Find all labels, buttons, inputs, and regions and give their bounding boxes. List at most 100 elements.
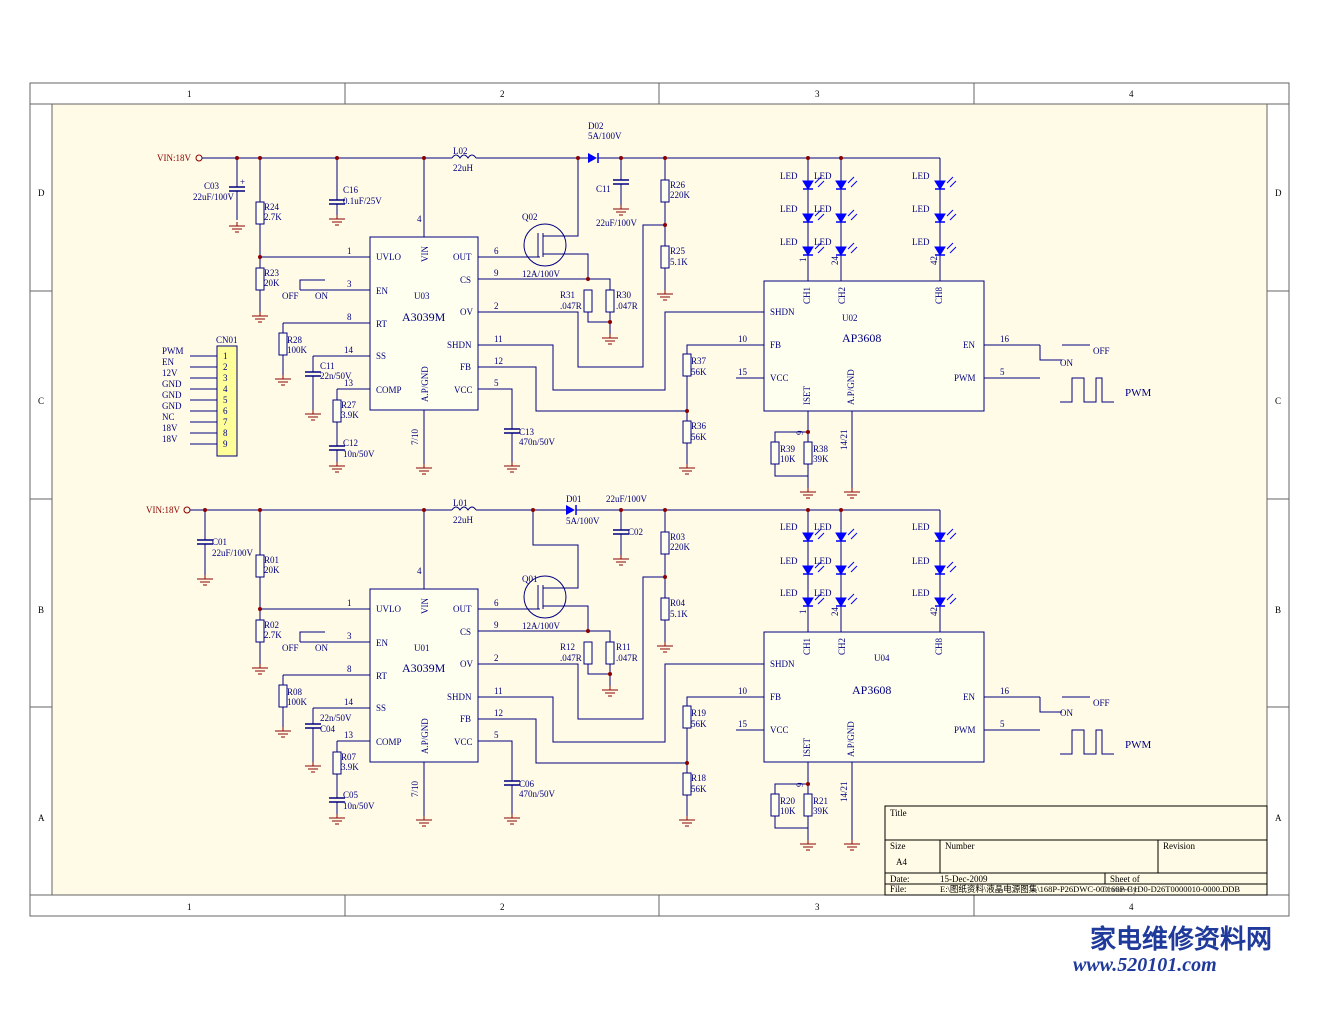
- svg-text:LED: LED: [780, 588, 798, 598]
- svg-text:R27: R27: [341, 400, 357, 410]
- connector-signal-label: EN: [162, 357, 174, 367]
- svg-text:5: 5: [494, 378, 499, 388]
- connector-pin-number: 7: [223, 417, 228, 427]
- svg-text:PWM: PWM: [954, 725, 976, 735]
- svg-text:LED: LED: [814, 171, 832, 181]
- svg-text:C11: C11: [596, 184, 611, 194]
- svg-text:A.P/GND: A.P/GND: [420, 718, 430, 754]
- svg-text:R26: R26: [670, 180, 686, 190]
- top-converter-circuit: VIN:18V L02 22uH D02 5A/100V + C03 22uF/…: [157, 121, 1152, 499]
- diode-icon: [566, 505, 575, 515]
- svg-text:14: 14: [344, 345, 354, 355]
- svg-text:Date:: Date:: [890, 874, 910, 884]
- row-label: C: [1275, 396, 1281, 406]
- col-label: 1: [187, 902, 192, 912]
- svg-text:56K: 56K: [691, 719, 707, 729]
- svg-text:5: 5: [1000, 367, 1005, 377]
- watermark: 家电维修资料网 www.520101.com: [1073, 924, 1272, 976]
- svg-text:39K: 39K: [813, 806, 829, 816]
- svg-text:SHDN: SHDN: [770, 659, 795, 669]
- svg-text:SHDN: SHDN: [447, 340, 472, 350]
- svg-text:LED: LED: [912, 171, 930, 181]
- svg-text:C05: C05: [343, 790, 359, 800]
- svg-text:OV: OV: [460, 659, 473, 669]
- svg-text:COMP: COMP: [376, 737, 402, 747]
- svg-text:EN: EN: [376, 638, 388, 648]
- svg-text:2.7K: 2.7K: [264, 630, 282, 640]
- ic-ap3608: [763, 280, 985, 412]
- svg-text:R18: R18: [691, 773, 707, 783]
- ic-name: A3039M: [402, 310, 446, 324]
- svg-text:LED: LED: [814, 237, 832, 247]
- svg-text:14/21: 14/21: [839, 429, 849, 450]
- title-block: Title Size A4 Number Revision Date: 15-D…: [884, 805, 1268, 896]
- svg-text:R02: R02: [264, 620, 279, 630]
- connector-signal-label: GND: [162, 401, 182, 411]
- svg-text:9: 9: [494, 620, 499, 630]
- svg-text:10: 10: [738, 686, 748, 696]
- svg-text:5.1K: 5.1K: [670, 257, 688, 267]
- svg-text:11: 11: [494, 686, 503, 696]
- svg-text:8: 8: [347, 664, 352, 674]
- row-label: A: [38, 813, 45, 823]
- ic-a3039m: [369, 588, 479, 763]
- svg-text:15-Dec-2009: 15-Dec-2009: [940, 874, 988, 884]
- svg-text:UVLO: UVLO: [376, 604, 401, 614]
- connector-signal-label: NC: [162, 412, 175, 422]
- svg-text:RT: RT: [376, 319, 387, 329]
- col-label: 1: [187, 89, 192, 99]
- svg-text:SS: SS: [376, 351, 386, 361]
- svg-text:5: 5: [1000, 719, 1005, 729]
- svg-text:VCC: VCC: [770, 725, 789, 735]
- svg-text:6: 6: [494, 246, 499, 256]
- svg-text:10n/50V: 10n/50V: [343, 449, 375, 459]
- svg-text:C04: C04: [320, 724, 336, 734]
- svg-text:LED: LED: [780, 237, 798, 247]
- inductor-value: 22uH: [453, 163, 474, 173]
- svg-text:12: 12: [494, 708, 503, 718]
- col-label: 2: [500, 89, 505, 99]
- svg-text:CH2: CH2: [837, 638, 847, 655]
- resistor-ref: R24: [264, 202, 280, 212]
- svg-text:3.9K: 3.9K: [341, 410, 359, 420]
- svg-text:OFF: OFF: [282, 291, 299, 301]
- capacitor-value: 22uF/100V: [193, 192, 235, 202]
- svg-text:2: 2: [494, 301, 499, 311]
- svg-text:家电维修资料网: 家电维修资料网: [1090, 924, 1272, 954]
- svg-text:PWM: PWM: [1125, 387, 1152, 399]
- svg-text:Title: Title: [890, 808, 907, 818]
- svg-text:LED: LED: [780, 204, 798, 214]
- connector-signal-label: 18V: [162, 423, 178, 433]
- svg-text:16: 16: [1000, 334, 1010, 344]
- row-label: B: [1275, 605, 1281, 615]
- mosfet-icon: [523, 223, 567, 267]
- svg-text:FB: FB: [460, 714, 471, 724]
- svg-text:D01: D01: [566, 494, 582, 504]
- svg-text:VCC: VCC: [770, 373, 789, 383]
- svg-text:22uF/100V: 22uF/100V: [212, 548, 254, 558]
- svg-text:.047R: .047R: [560, 653, 582, 663]
- svg-text:16: 16: [1000, 686, 1010, 696]
- svg-text:56K: 56K: [691, 784, 707, 794]
- resistor-value: 2.7K: [264, 212, 282, 222]
- svg-text:SHDN: SHDN: [447, 692, 472, 702]
- svg-text:22uF/100V: 22uF/100V: [596, 218, 638, 228]
- vin-label: VIN:18V: [157, 153, 191, 163]
- svg-text:R37: R37: [691, 356, 707, 366]
- svg-text:3.9K: 3.9K: [341, 762, 359, 772]
- svg-text:R08: R08: [287, 687, 303, 697]
- svg-text:.047R: .047R: [560, 301, 582, 311]
- svg-text:EN: EN: [963, 340, 975, 350]
- svg-text:CS: CS: [460, 275, 471, 285]
- svg-text:.047R: .047R: [616, 653, 638, 663]
- connector-cn01: CN01: [216, 335, 238, 457]
- svg-text:C06: C06: [519, 779, 535, 789]
- svg-text:Q02: Q02: [522, 212, 538, 222]
- svg-text:VCC: VCC: [454, 737, 473, 747]
- svg-text:9: 9: [494, 268, 499, 278]
- mosfet-icon: [523, 575, 567, 619]
- col-label: 3: [815, 89, 820, 99]
- svg-text:U02: U02: [842, 313, 858, 323]
- svg-text:LED: LED: [912, 588, 930, 598]
